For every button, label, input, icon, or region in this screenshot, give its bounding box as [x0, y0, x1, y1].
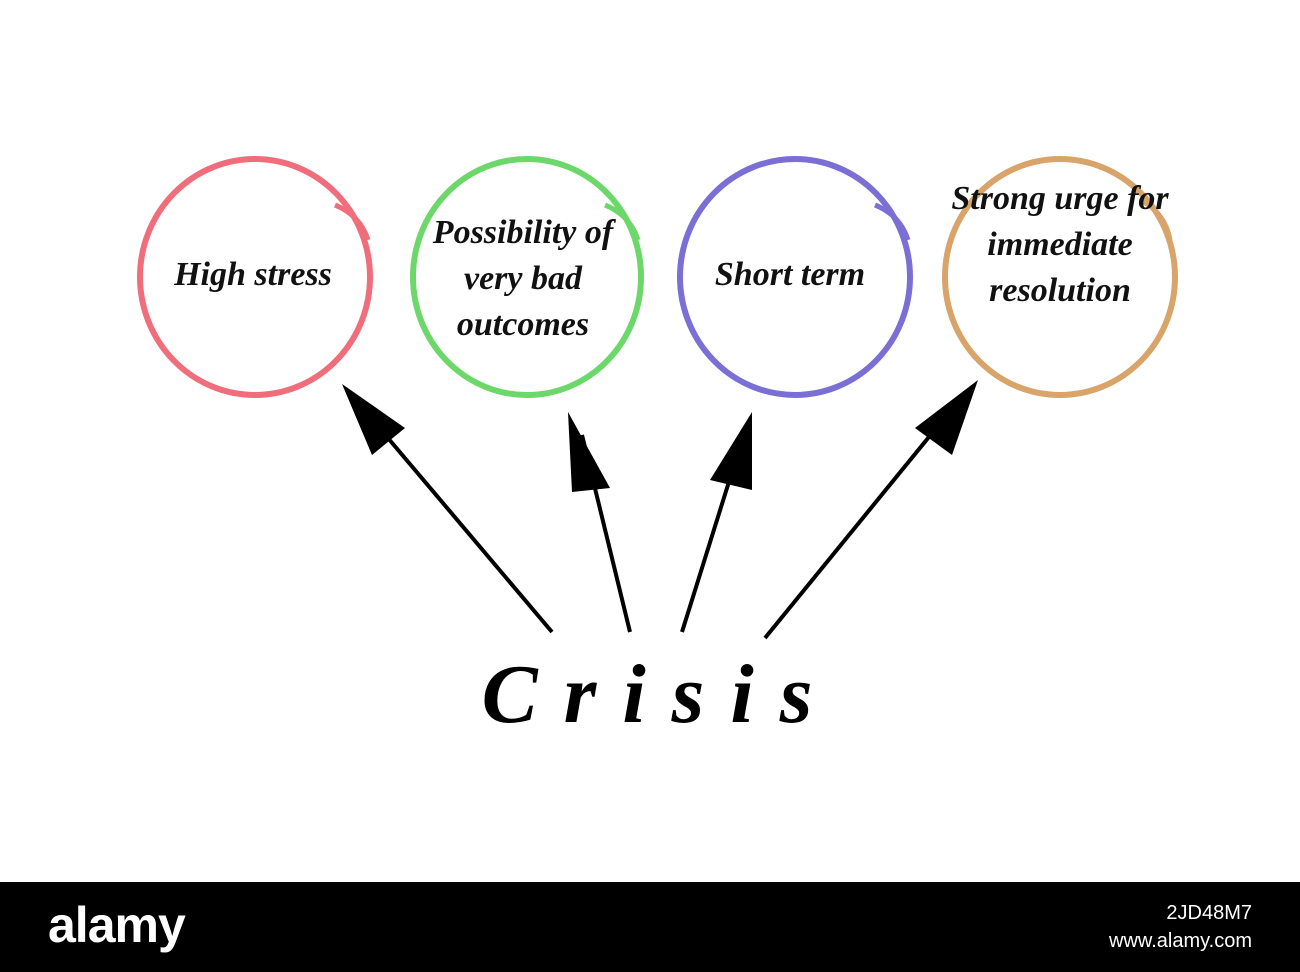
- edge-arrow-1: [342, 384, 554, 634]
- circle-ring: [677, 156, 913, 398]
- circle-stroke-tail: [874, 202, 911, 241]
- circle-ring: [942, 156, 1178, 398]
- circle-stroke-tail: [334, 202, 371, 241]
- edge-arrow-3: [680, 412, 752, 633]
- watermark-footer: alamy 2JD48M7 www.alamy.com: [0, 882, 1300, 972]
- circle-stroke-tail: [1138, 197, 1173, 241]
- circle-ring: [137, 156, 373, 398]
- node-circle-possibility: [410, 156, 644, 398]
- node-label-short-term: Short term: [714, 256, 866, 293]
- brand-logo: alamy: [48, 897, 186, 953]
- edge-arrow-2: [568, 412, 632, 633]
- circle-stroke-tail: [604, 202, 641, 241]
- node-circle-strong-urge: [942, 156, 1178, 398]
- node-label-strong-urge: Strong urge for immediate resolution: [951, 180, 1169, 309]
- edge-arrow-4: [763, 380, 978, 640]
- circle-ring: [410, 156, 644, 398]
- image-id-text: 2JD48M7: [1166, 902, 1252, 924]
- node-circle-short-term: [677, 156, 913, 398]
- site-url-link[interactable]: www.alamy.com: [1109, 930, 1252, 952]
- diagram-title: Crisis: [481, 648, 839, 741]
- node-circle-high-stress: [137, 156, 373, 398]
- diagram-canvas: [137, 156, 1178, 640]
- node-label-high-stress: High stress: [174, 256, 332, 293]
- node-label-possibility: Possibility of very bad outcomes: [432, 214, 614, 343]
